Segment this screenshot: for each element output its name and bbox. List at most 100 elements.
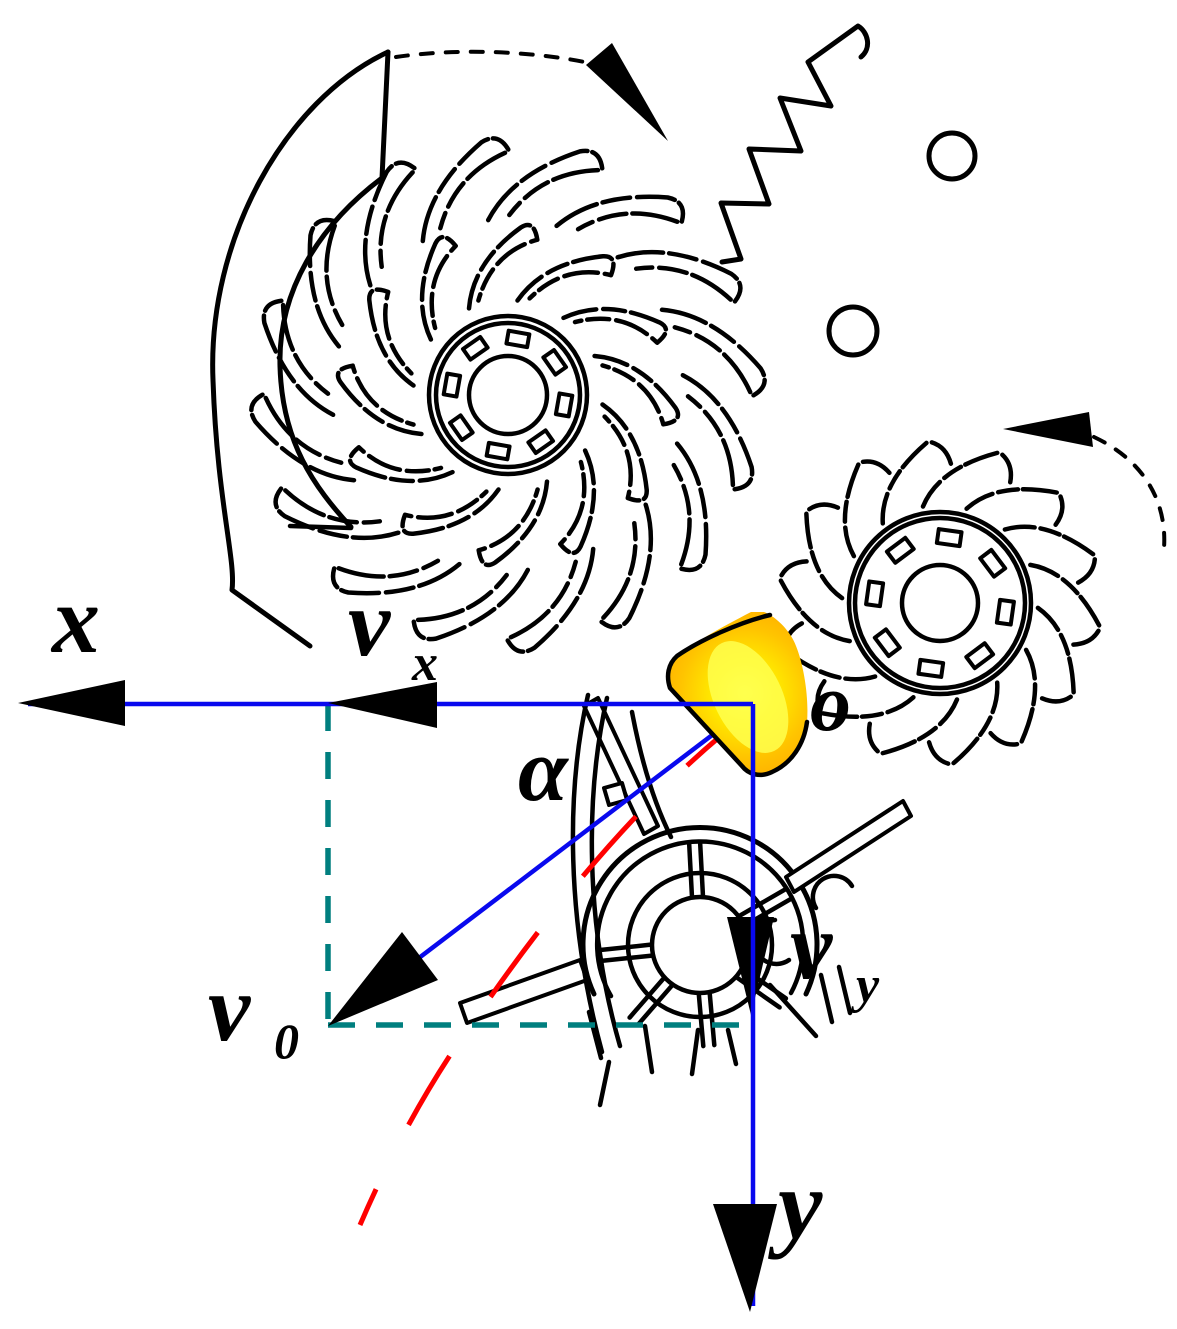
big-cutter-keyway <box>460 334 490 362</box>
sketch-layer <box>210 23 1167 1108</box>
small-cutter-hub-ring <box>846 509 1034 697</box>
gear-bore <box>649 894 751 996</box>
trajectory-curve <box>357 712 750 1226</box>
x-axis-arrowhead <box>18 680 125 726</box>
v0-label-sub: 0 <box>274 1013 299 1069</box>
sketch-tick <box>836 964 853 1016</box>
big-cutter-teeth <box>249 136 767 654</box>
small-cutter-keyway <box>994 597 1016 627</box>
small-cutter-tooth <box>866 697 960 756</box>
big-cutter-tooth <box>598 502 654 630</box>
small-cutter-tooth <box>920 450 1014 509</box>
big-cutter-tooth <box>367 287 416 388</box>
big-cutter-tooth <box>419 234 458 342</box>
small-cutter-bore <box>899 562 981 644</box>
big-cutter-tooth <box>659 307 767 399</box>
gear-blade-right <box>784 799 913 894</box>
big-cutter-keyway <box>447 413 475 443</box>
big-cutter-keyway <box>441 371 463 399</box>
rotation-arrowhead-big-cutter <box>586 43 668 141</box>
big-cutter-tooth <box>561 306 669 345</box>
chip-highlight <box>707 641 789 753</box>
small-cutter-tooth <box>925 680 1000 767</box>
gear-spoke <box>707 992 717 1048</box>
vy-label-base: v <box>790 893 833 999</box>
big-cutter-tooth <box>420 136 512 244</box>
small-cutter-hub <box>846 509 1034 697</box>
small-cutter-tooth <box>964 487 1065 530</box>
big-cutter-keyway <box>504 328 532 350</box>
big-cutter-tooth <box>671 441 709 573</box>
big-cutter-tooth <box>249 391 357 483</box>
big-cutter-tooth <box>466 222 540 311</box>
y-axis-arrowhead <box>713 1204 777 1312</box>
big-cutter-tooth <box>558 448 597 556</box>
big-cutter-bore <box>466 353 550 437</box>
small-cutter-tooth <box>777 559 852 644</box>
gear-spoke <box>697 841 706 898</box>
big-cutter-tooth <box>504 546 596 654</box>
big-cutter-keyway <box>526 428 556 456</box>
big-cutter-tooth <box>476 479 550 568</box>
rotation-arc-big-cutter <box>394 49 605 68</box>
big-cutter-tooth <box>273 485 401 541</box>
big-cutter-hub-ring <box>433 320 583 470</box>
sketch-tick <box>818 972 835 1025</box>
big-cutter-keyway <box>541 347 569 377</box>
big-cutter-tooth <box>347 445 455 484</box>
v0-label-base: v <box>208 955 251 1061</box>
origin-label: o <box>810 657 851 748</box>
small-cutter-tooth <box>1002 524 1098 587</box>
vx-label-base: v <box>348 570 391 676</box>
big-cutter-tooth <box>411 567 531 642</box>
cutter-guard-inner-arc <box>277 175 385 530</box>
sketch-tick <box>642 1023 655 1075</box>
sketch-curl-1 <box>810 873 855 911</box>
small-cutter-tooth <box>1035 605 1076 704</box>
small-cutter-hub-ring <box>852 515 1028 691</box>
small-cutter-keyway <box>964 641 996 671</box>
big-cutter-tooth <box>615 249 743 305</box>
vx-label-sub: x <box>411 635 438 692</box>
sketch-tick <box>725 1027 739 1067</box>
sawtooth-edge <box>718 23 871 265</box>
sweep-arc-1 <box>570 692 605 1055</box>
small-cutter-keyway <box>934 527 964 549</box>
gear-spoke <box>597 953 654 964</box>
sketch-tick <box>767 982 819 1039</box>
gear-spoke <box>596 942 652 953</box>
big-cutter-keyway <box>484 440 512 462</box>
big-cutter-tooth <box>515 254 616 303</box>
gear-spoke <box>635 984 674 1028</box>
big-cutter-tooth <box>362 160 418 288</box>
gear-ticks <box>586 964 853 1108</box>
big-cutter-tooth <box>261 298 336 418</box>
big-cutter-tooth <box>592 353 681 427</box>
big-cutter-hub-ring <box>426 313 590 477</box>
gear-spoke <box>627 976 666 1020</box>
chip <box>665 612 810 778</box>
big-cutter-tooth <box>330 558 462 596</box>
big-cutter-tooth <box>400 487 501 536</box>
big-cutter-keyway <box>553 391 575 419</box>
debris-particle <box>826 304 880 358</box>
debris-particle <box>926 130 978 182</box>
small-cutter-keyway <box>978 547 1008 579</box>
sketch-tick <box>689 1027 701 1077</box>
gear-spoke <box>738 887 787 918</box>
big-cutter-hub <box>426 313 590 477</box>
small-cutter-tooth <box>842 459 895 559</box>
small-cutter-keyway <box>872 627 902 659</box>
gear-spoke <box>696 993 706 1049</box>
gear-blade-left <box>458 958 589 1025</box>
debris-particles <box>826 130 978 358</box>
v0-arrowhead <box>328 932 438 1026</box>
big-cutter-tooth <box>485 148 605 223</box>
small-cutter-tooth <box>880 439 955 526</box>
chip-outline <box>665 612 810 778</box>
sketch-tick <box>586 1009 604 1061</box>
vy-label-sub: y <box>850 957 880 1014</box>
small-cutter-tooth <box>815 676 916 719</box>
gear-spoke <box>686 842 695 898</box>
